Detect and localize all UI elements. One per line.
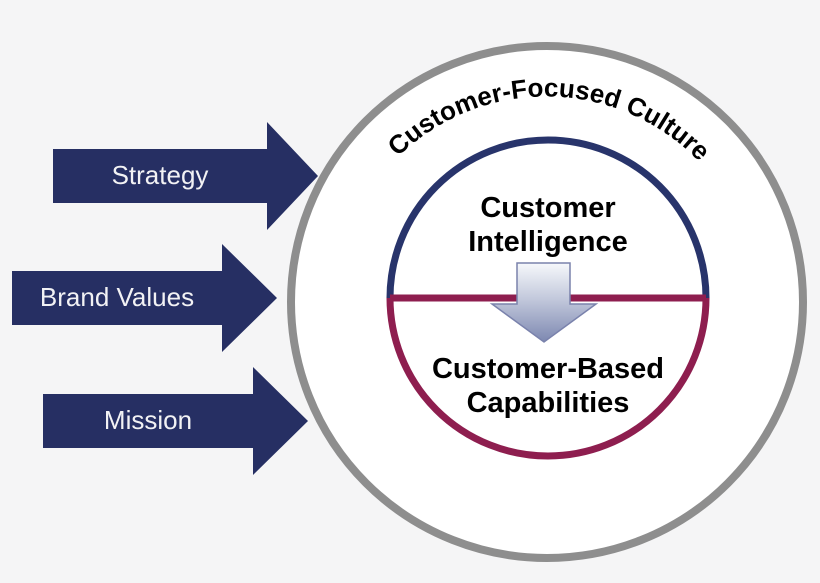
mission-arrow-label: Mission (104, 405, 192, 435)
customer-intelligence-label-line1: Customer (480, 192, 615, 224)
mission-arrow-shape (43, 367, 308, 475)
input-arrow-strategy: Strategy (53, 122, 318, 230)
customer-intelligence-label-line2: Intelligence (468, 226, 628, 258)
inner-circle-top-arc (386, 136, 710, 299)
input-arrow-brand-values: Brand Values (12, 244, 277, 352)
brand-values-arrow-shape (12, 244, 277, 352)
down-arrow-icon (489, 262, 599, 343)
strategy-arrow-shape (53, 122, 318, 230)
inner-circle-bottom-arc (386, 297, 710, 460)
customer-based-capabilities-label-line1: Customer-Based (432, 353, 664, 385)
input-arrow-mission: Mission (43, 367, 308, 475)
brand-values-arrow-label: Brand Values (40, 282, 194, 312)
inner-split-circle: Customer Intelligence Customer-Based Cap… (386, 136, 710, 460)
customer-based-capabilities-label-line2: Capabilities (467, 387, 630, 419)
strategy-arrow-label: Strategy (112, 160, 209, 190)
